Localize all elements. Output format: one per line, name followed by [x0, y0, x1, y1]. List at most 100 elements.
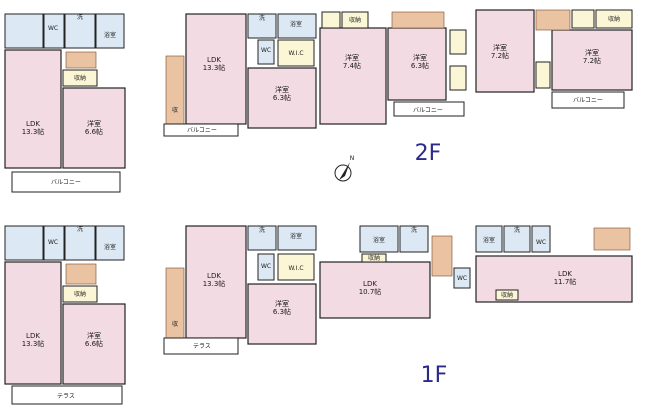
ldk-size: 13.3帖 [22, 339, 45, 348]
balcony [551, 91, 625, 109]
wash-label: 洗 [259, 226, 265, 234]
ldk-label: LDK [363, 280, 377, 288]
ldk-label: LDK [26, 120, 40, 128]
floor-label-1f: 1F [421, 363, 448, 388]
wic [277, 253, 315, 281]
storage-label: 収納 [368, 254, 380, 262]
bath-room [95, 13, 125, 49]
room1-size: 7.2帖 [491, 51, 509, 60]
wash-area [247, 225, 277, 251]
room1-label: 洋室 [493, 43, 507, 52]
bath-label: 浴室 [104, 31, 116, 39]
storage [62, 285, 98, 303]
storage-3 [449, 29, 467, 55]
storage-4 [449, 65, 467, 91]
room2-label: 洋室 [413, 53, 427, 62]
ldk-room [319, 261, 431, 319]
stair [593, 227, 631, 251]
room2-label: 洋室 [585, 48, 599, 57]
ldk-label: LDK [26, 332, 40, 340]
ldk-room [4, 49, 62, 169]
storage-1 [571, 9, 595, 29]
room-label: 洋室 [87, 119, 101, 128]
storage-label: 収 [172, 107, 178, 114]
unit-1f-4: 浴室 洗 WC 収納 LDK 11.7帖 [475, 225, 633, 303]
unit-1f-1: WC 洗 浴室 収納 LDK 13.3帖 洋室 6.6帖 テラス [4, 225, 126, 405]
terrace [163, 337, 239, 355]
storage-2 [595, 9, 633, 29]
storage-label: 収 [172, 321, 178, 328]
storage-label: 収納 [608, 15, 620, 23]
floor-label-2f: 2F [415, 141, 442, 166]
balcony [163, 123, 239, 137]
unit-2f-4: 収納 洋室 7.2帖 洋室 7.2帖 バルコニー [475, 9, 633, 109]
wash-label: 洗 [77, 13, 83, 21]
compass-arrow-icon [339, 162, 350, 180]
wash-area [399, 225, 429, 253]
bath-area [4, 225, 44, 261]
bath-label: 浴室 [290, 232, 302, 240]
western-room [247, 67, 317, 129]
bath-room [277, 225, 317, 251]
western-room [247, 283, 317, 345]
storage-label: 収納 [74, 74, 86, 82]
storage [495, 289, 519, 301]
unit-1f-3: 浴室 洗 WC 収納 LDK 10.7帖 [319, 225, 471, 319]
storage-1 [321, 11, 341, 29]
room-size: 6.6帖 [85, 339, 103, 348]
unit-2f-2: LDK 13.3帖 WC 洗 浴室 W.I.C 収 洋室 6.3帖 バルコニー [163, 13, 317, 137]
storage-label: 収納 [74, 290, 86, 298]
ldk-size: 13.3帖 [203, 63, 226, 72]
room2-size: 6.3帖 [411, 61, 429, 70]
western-room-2 [551, 29, 633, 91]
stair [535, 9, 571, 31]
compass-label: N [350, 155, 355, 162]
wash-area [64, 13, 96, 49]
terrace-label: テラス [193, 343, 211, 350]
western-room [62, 87, 126, 169]
storage-3 [535, 61, 551, 89]
bath-area [4, 13, 44, 49]
wic-label: W.I.C [288, 50, 303, 57]
compass-ring [334, 164, 352, 182]
wc-label: WC [536, 239, 546, 246]
wash-label: 洗 [77, 225, 83, 233]
terrace [11, 385, 123, 405]
wic-label: W.I.C [288, 265, 303, 272]
room-label: 洋室 [275, 85, 289, 94]
room-size: 6.6帖 [85, 127, 103, 136]
ldk-label: LDK [207, 272, 221, 280]
balcony [393, 101, 465, 117]
stair [65, 263, 97, 285]
bath-label: 浴室 [290, 20, 302, 28]
room1-label: 洋室 [345, 53, 359, 62]
balcony-label: バルコニー [187, 127, 217, 134]
bath-room [277, 13, 317, 39]
room2-size: 7.2帖 [583, 56, 601, 65]
bath-room [359, 225, 399, 253]
unit-2f-1: WC 洗 浴室 収納 LDK 13.3帖 洋室 6.6帖 バルコニー [4, 13, 126, 193]
wc-area [43, 13, 65, 49]
bath-room [475, 225, 503, 253]
room-size: 6.3帖 [273, 307, 291, 316]
balcony-label: バルコニー [413, 107, 443, 114]
wic [277, 39, 315, 67]
room1-size: 7.4帖 [343, 61, 361, 70]
stair [431, 235, 453, 277]
wc-area [257, 39, 275, 65]
wash-label: 洗 [514, 226, 520, 234]
stair [65, 51, 97, 69]
floor-2f: WC 洗 浴室 収納 LDK 13.3帖 洋室 6.6帖 バルコニー LDK 1… [4, 9, 633, 193]
wash-label: 洗 [411, 226, 417, 234]
wc-label: WC [48, 25, 58, 32]
ldk-label: LDK [558, 270, 572, 278]
wc-area [257, 253, 275, 281]
wash-area [64, 225, 96, 261]
ldk-size: 10.7帖 [359, 287, 382, 296]
wc-label: WC [457, 275, 467, 282]
ldk-size: 13.3帖 [203, 279, 226, 288]
ldk-size: 13.3帖 [22, 127, 45, 136]
storage [361, 253, 387, 263]
bath-label: 浴室 [373, 236, 385, 244]
